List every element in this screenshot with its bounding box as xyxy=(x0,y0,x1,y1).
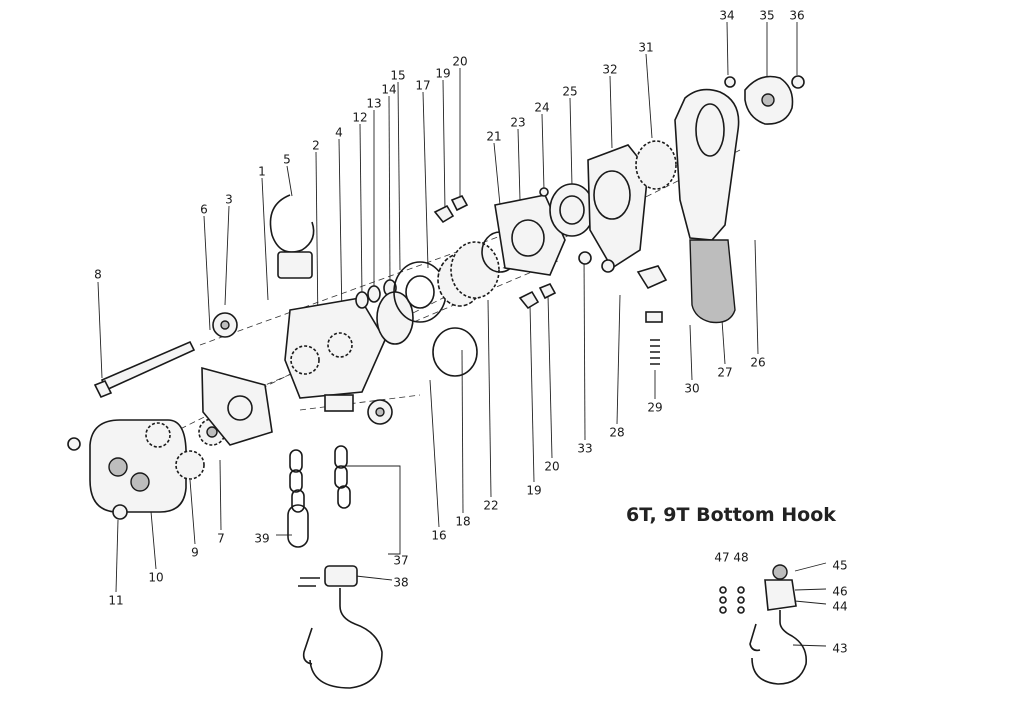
body-frame xyxy=(284,297,386,412)
part-callout-9: 9 xyxy=(191,546,199,560)
part-callout-35: 35 xyxy=(759,9,774,23)
small-washers xyxy=(355,279,397,309)
part-callout-20: 20 xyxy=(452,55,467,69)
part-callout-12: 12 xyxy=(352,111,367,125)
top-hook xyxy=(269,194,315,279)
part-callout-14: 14 xyxy=(381,83,396,97)
pawls xyxy=(433,194,557,310)
inset-title: 6T, 9T Bottom Hook xyxy=(626,504,836,526)
part-callout-8: 8 xyxy=(94,268,102,282)
pinion-shaft xyxy=(93,340,196,399)
bearing-ring xyxy=(539,183,595,237)
callout-labels: 1234567891011121314151617181920212223241… xyxy=(94,9,847,656)
part-callout-2: 2 xyxy=(312,139,320,153)
ratchet-gear xyxy=(450,194,566,299)
inset-bottom-hook xyxy=(719,564,808,685)
part-callout-36: 36 xyxy=(789,9,804,23)
part-callout-13: 13 xyxy=(366,97,381,111)
leader-lines xyxy=(97,21,827,647)
part-callout-23: 23 xyxy=(510,116,525,130)
part-callout-34: 34 xyxy=(719,9,734,23)
load-chain xyxy=(287,445,351,548)
part-callout-29: 29 xyxy=(647,401,662,415)
part-callout-28: 28 xyxy=(609,426,624,440)
part-callout-6: 6 xyxy=(200,203,208,217)
side-plate xyxy=(201,366,273,446)
part-callout-19: 19 xyxy=(526,484,541,498)
part-callout-20: 20 xyxy=(544,460,559,474)
part-callout-38: 38 xyxy=(393,576,408,590)
part-callout-39: 39 xyxy=(254,532,269,546)
part-callout-21: 21 xyxy=(486,130,501,144)
part-callout-7: 7 xyxy=(217,532,225,546)
part-callout-24: 24 xyxy=(534,101,549,115)
part-callout-44: 44 xyxy=(832,600,847,614)
part-callout-47: 47 xyxy=(714,551,729,565)
part-callout-3: 3 xyxy=(225,193,233,207)
part-callout-11: 11 xyxy=(108,594,123,608)
part-callout-31: 31 xyxy=(638,41,653,55)
part-callout-33: 33 xyxy=(577,442,592,456)
part-callout-32: 32 xyxy=(602,63,617,77)
part-callout-4: 4 xyxy=(335,126,343,140)
gear-housing xyxy=(578,140,677,273)
part-callout-26: 26 xyxy=(750,356,765,370)
part-callout-46: 46 xyxy=(832,585,847,599)
part-callout-17: 17 xyxy=(415,79,430,93)
rollers xyxy=(212,312,393,425)
part-callout-10: 10 xyxy=(148,571,163,585)
part-callout-5: 5 xyxy=(283,153,291,167)
part-callout-19: 19 xyxy=(435,67,450,81)
part-callout-15: 15 xyxy=(390,69,405,83)
part-callout-30: 30 xyxy=(684,382,699,396)
part-callout-1: 1 xyxy=(258,165,266,179)
part-callout-25: 25 xyxy=(562,85,577,99)
bottom-hook xyxy=(298,565,383,689)
part-callout-43: 43 xyxy=(832,642,847,656)
lever-handle xyxy=(674,88,740,324)
selector-parts xyxy=(636,265,668,365)
part-callout-27: 27 xyxy=(717,366,732,380)
part-callout-22: 22 xyxy=(483,499,498,513)
part-callout-16: 16 xyxy=(431,529,446,543)
part-callout-37: 37 xyxy=(393,554,408,568)
part-callout-48: 48 xyxy=(733,551,748,565)
part-callout-18: 18 xyxy=(455,515,470,529)
top-right-parts xyxy=(724,75,805,125)
part-callout-45: 45 xyxy=(832,559,847,573)
